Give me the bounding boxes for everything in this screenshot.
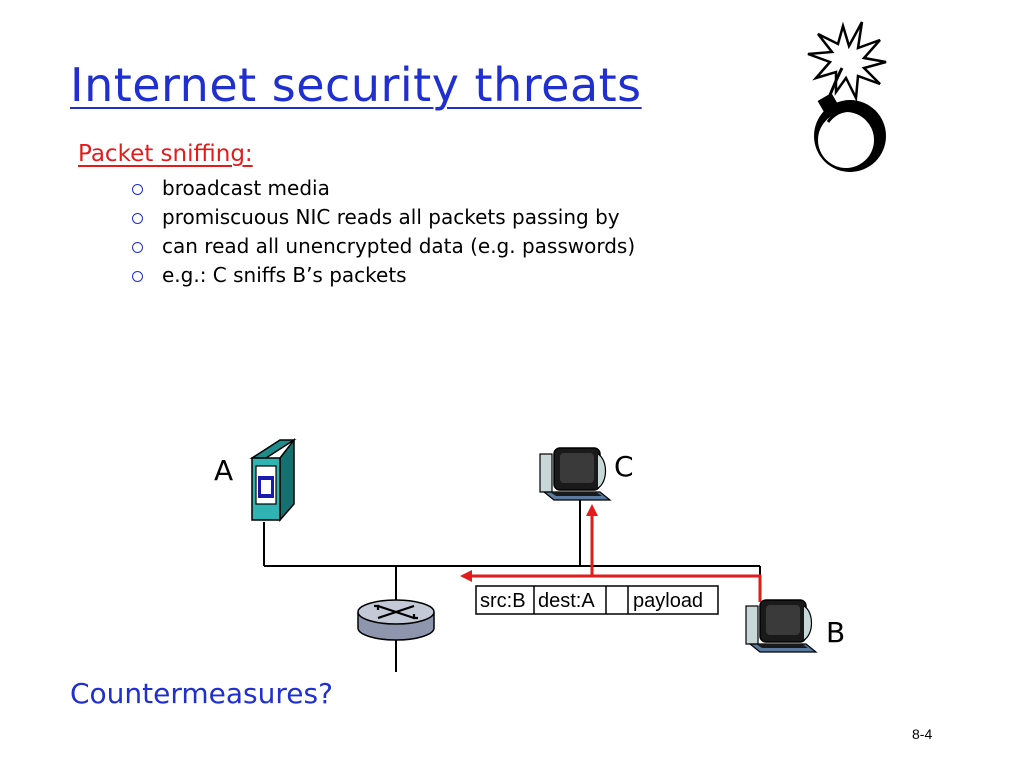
- bullet-icon: [132, 184, 143, 195]
- page-number: 8-4: [912, 726, 933, 742]
- packet: src:B dest:A payload: [475, 585, 719, 615]
- sniff-path: [460, 504, 762, 602]
- bullet-item: e.g.: C sniffs B’s packets: [128, 262, 635, 291]
- workstation-icon: [539, 447, 612, 501]
- bullet-list: broadcast media promiscuous NIC reads al…: [128, 175, 635, 291]
- bomb-icon: [807, 21, 887, 172]
- bullet-icon: [132, 242, 143, 253]
- slide-title: Internet security threats: [70, 58, 642, 112]
- packet-src: src:B: [480, 590, 526, 612]
- bullet-icon: [132, 271, 143, 282]
- section-heading: Packet sniffing:: [78, 141, 253, 167]
- bullet-item: can read all unencrypted data (e.g. pass…: [128, 233, 635, 262]
- bullet-item: promiscuous NIC reads all packets passin…: [128, 204, 635, 233]
- countermeasures-prompt: Countermeasures?: [70, 677, 333, 710]
- node-label-c: C: [614, 450, 634, 483]
- node-label-a: A: [214, 454, 233, 487]
- bullet-icon: [132, 213, 143, 224]
- workstation-icon: [745, 599, 818, 653]
- node-label-b: B: [826, 616, 845, 649]
- bullet-item: broadcast media: [128, 175, 635, 204]
- router-icon: [357, 599, 435, 641]
- packet-dest: dest:A: [538, 590, 595, 612]
- packet-payload: payload: [633, 590, 703, 612]
- server-icon: [249, 437, 297, 522]
